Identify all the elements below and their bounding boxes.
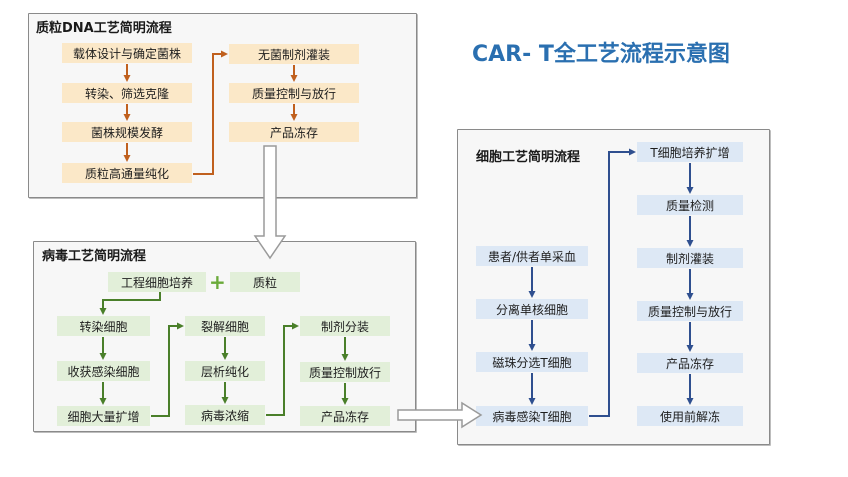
plasmid-step-cryopreservation: 产品冻存 (229, 122, 359, 142)
cell-step-isolate-pbmc: 分离单核细胞 (476, 299, 588, 319)
plasmid-step-aseptic-filling: 无菌制剂灌装 (229, 44, 359, 64)
hollow-down-arrow (253, 145, 287, 260)
plasmid-step-transfection-screening: 转染、筛选克隆 (62, 83, 192, 103)
plasmid-step-vector-design: 载体设计与确定菌株 (62, 43, 192, 63)
cell-step-cryopreservation: 产品冻存 (637, 353, 743, 373)
plasmid-step-fermentation: 菌株规模发酵 (62, 122, 192, 142)
diagram-title: CAR- T全工艺流程示意图 (472, 42, 730, 67)
virus-step-qc-release: 质量控制放行 (300, 362, 390, 382)
cell-step-quality-testing: 质量检测 (637, 195, 743, 215)
cell-step-viral-transduction: 病毒感染T细胞 (476, 406, 588, 426)
plasmid-arrows (123, 50, 298, 175)
virus-step-transfect-cells: 转染细胞 (57, 316, 150, 336)
virus-step-lyse-cells: 裂解细胞 (185, 316, 265, 336)
cell-step-thaw-before-use: 使用前解冻 (637, 406, 743, 426)
virus-step-cell-expansion: 细胞大量扩增 (57, 406, 150, 426)
plus-icon: + (209, 270, 226, 294)
cell-panel-title: 细胞工艺简明流程 (476, 150, 581, 165)
cell-step-filling: 制剂灌装 (637, 248, 743, 268)
virus-step-plasmid: 质粒 (230, 272, 300, 292)
virus-step-virus-concentration: 病毒浓缩 (185, 405, 265, 425)
virus-arrows (99, 292, 349, 417)
virus-step-formulation: 制剂分装 (300, 316, 390, 336)
plasmid-step-qc-release: 质量控制与放行 (229, 83, 359, 103)
cell-panel (457, 129, 770, 445)
cell-arrows (528, 148, 694, 417)
hollow-right-arrow (397, 401, 483, 429)
virus-step-chromatography: 层析纯化 (185, 361, 265, 381)
virus-step-harvest-cells: 收获感染细胞 (57, 361, 150, 381)
cell-step-bead-selection: 磁珠分选T细胞 (476, 352, 588, 372)
cell-step-apheresis: 患者/供者单采血 (476, 246, 588, 266)
virus-panel-title: 病毒工艺简明流程 (42, 249, 147, 264)
cell-step-qc-release: 质量控制与放行 (637, 301, 743, 321)
plasmid-step-purification: 质粒高通量纯化 (62, 163, 192, 183)
virus-step-cryopreservation: 产品冻存 (300, 406, 390, 426)
virus-step-cell-culture: 工程细胞培养 (108, 272, 206, 292)
cell-step-expansion: T细胞培养扩增 (637, 142, 743, 162)
plasmid-panel-title: 质粒DNA工艺简明流程 (36, 21, 172, 36)
